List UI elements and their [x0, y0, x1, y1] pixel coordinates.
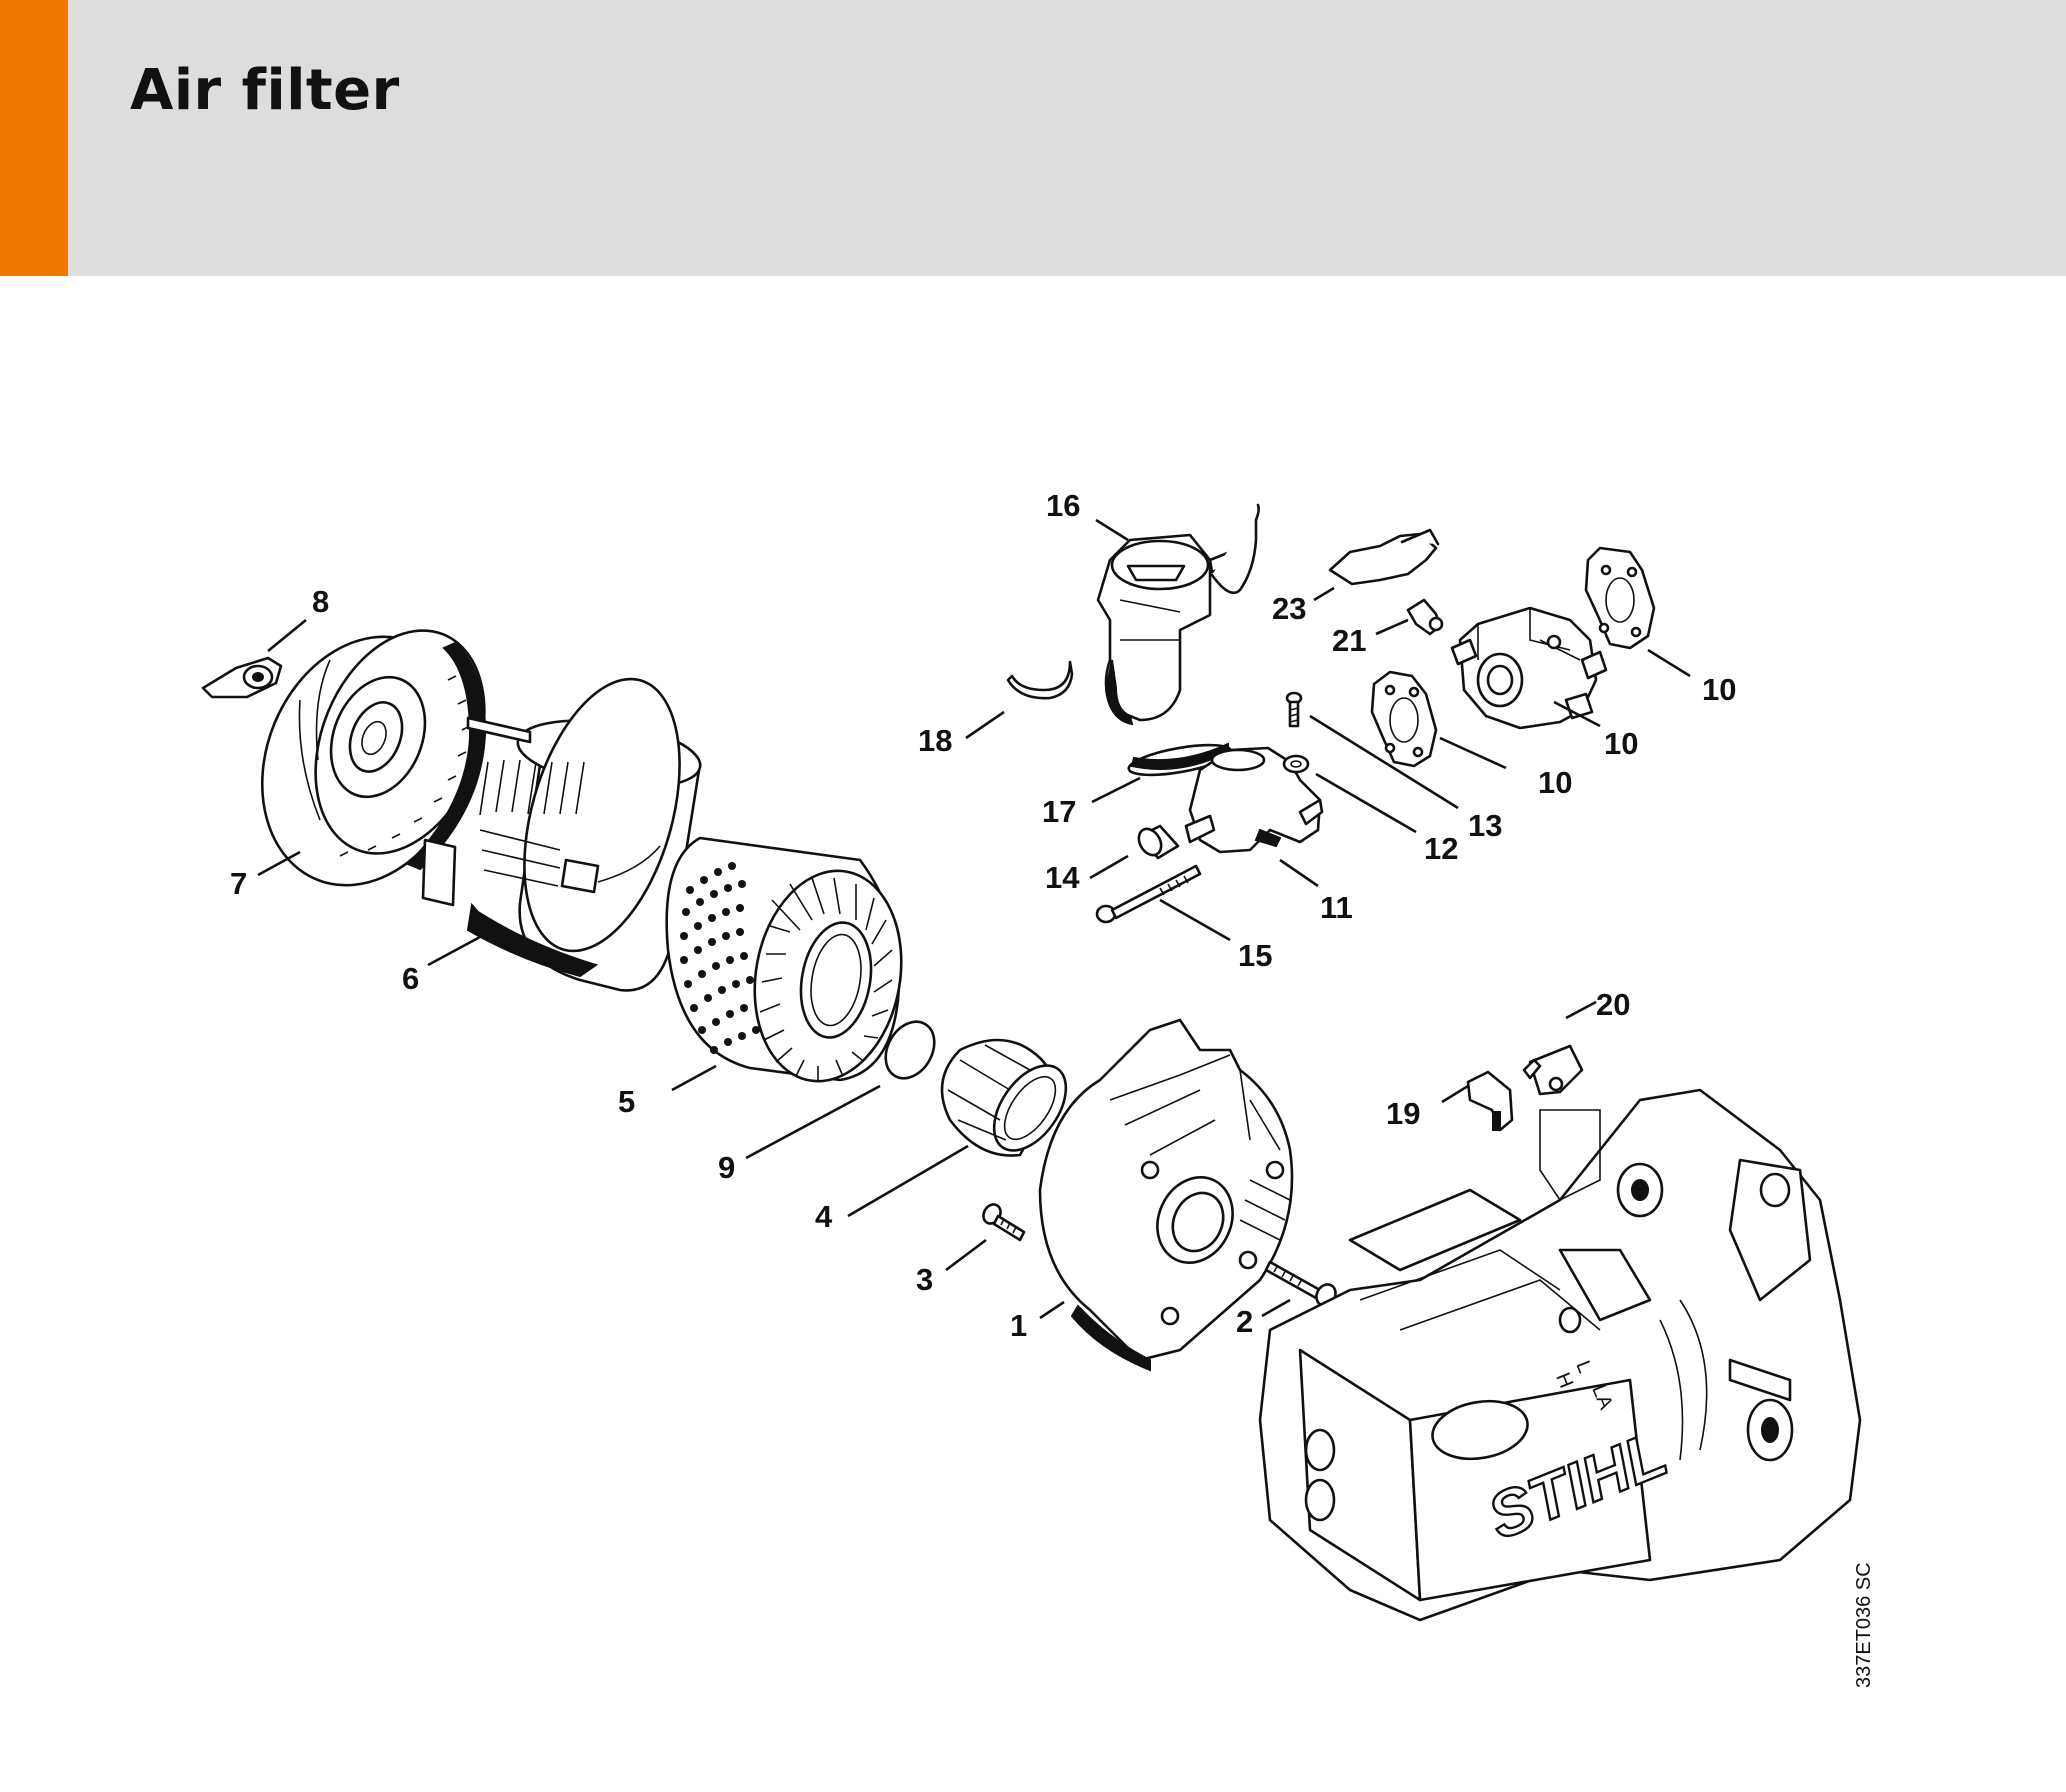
- callout-1: 1: [1010, 1308, 1027, 1343]
- part-8-wing-nut: [201, 656, 283, 699]
- header-band: Air filter: [0, 0, 2066, 276]
- callout-20: 19: [1386, 1096, 1420, 1131]
- part-12-carb-adapter: [1184, 746, 1324, 854]
- callout-2: 2: [1236, 1304, 1253, 1339]
- callout-21: 20: [1596, 987, 1630, 1022]
- callout-10-upper: 10: [1702, 672, 1736, 707]
- callout-22: 21: [1332, 623, 1366, 658]
- part-17-manifold: [1096, 503, 1260, 726]
- callout-14: 13: [1468, 808, 1502, 843]
- part-13-washer: [1282, 754, 1310, 774]
- callout-19: 18: [918, 723, 952, 758]
- callout-6: 6: [402, 961, 419, 996]
- part-11-carburetor: [1450, 606, 1608, 730]
- callout-7: 7: [230, 866, 247, 901]
- accent-bar: [0, 0, 68, 276]
- part-14-screw: [1285, 691, 1303, 728]
- part-20-bracket: [1466, 1070, 1514, 1132]
- callout-17: 16: [1046, 488, 1080, 523]
- part-22-fitting: [1406, 598, 1444, 636]
- callout-23: 23: [1272, 591, 1306, 626]
- engine-housing: STIHL H L LA: [1258, 1088, 1862, 1622]
- callout-16: 15: [1238, 938, 1272, 973]
- part-3-screw: [982, 1203, 1026, 1242]
- callout-4: 4: [815, 1199, 833, 1234]
- leader-lines: [257, 518, 1691, 1320]
- part-4-filter-cage: [940, 1038, 1068, 1157]
- callout-11: 10: [1604, 726, 1638, 761]
- callout-13: 12: [1424, 831, 1458, 866]
- part-9-disc: [884, 1020, 936, 1080]
- callout-8: 8: [312, 584, 329, 619]
- part-23-choke-lever: [1328, 528, 1440, 586]
- part-1-filter-base: [1038, 1018, 1294, 1372]
- callout-labels: 8 7 6 5 9 4 3 1 2 19 20 16 18 17 14 15 1…: [230, 488, 1736, 1343]
- callout-15: 14: [1045, 860, 1080, 895]
- drawing-code: 337ET036 SC: [1853, 1562, 1875, 1688]
- page-title: Air filter: [130, 58, 400, 123]
- part-18-hose-clamp: [1127, 742, 1233, 777]
- part-19-clip: [1006, 660, 1074, 700]
- callout-3: 3: [916, 1262, 933, 1297]
- callout-5: 5: [618, 1084, 635, 1119]
- part-7-filter-cover: [260, 629, 487, 887]
- part-5-filter-element: [665, 836, 903, 1083]
- part-10-gasket-upper: [1584, 546, 1656, 650]
- callout-12: 11: [1320, 890, 1353, 925]
- part-10-gasket-lower: [1370, 670, 1438, 768]
- part-6-prefilter-sleeve: [421, 677, 702, 992]
- callout-9: 9: [718, 1150, 735, 1185]
- part-21-stud-plate: [1522, 1044, 1584, 1096]
- callout-18: 17: [1042, 794, 1076, 829]
- callout-10-lower: 10: [1538, 765, 1572, 800]
- part-15-sleeve: [1137, 824, 1180, 860]
- part-16-bolt: [1095, 864, 1202, 924]
